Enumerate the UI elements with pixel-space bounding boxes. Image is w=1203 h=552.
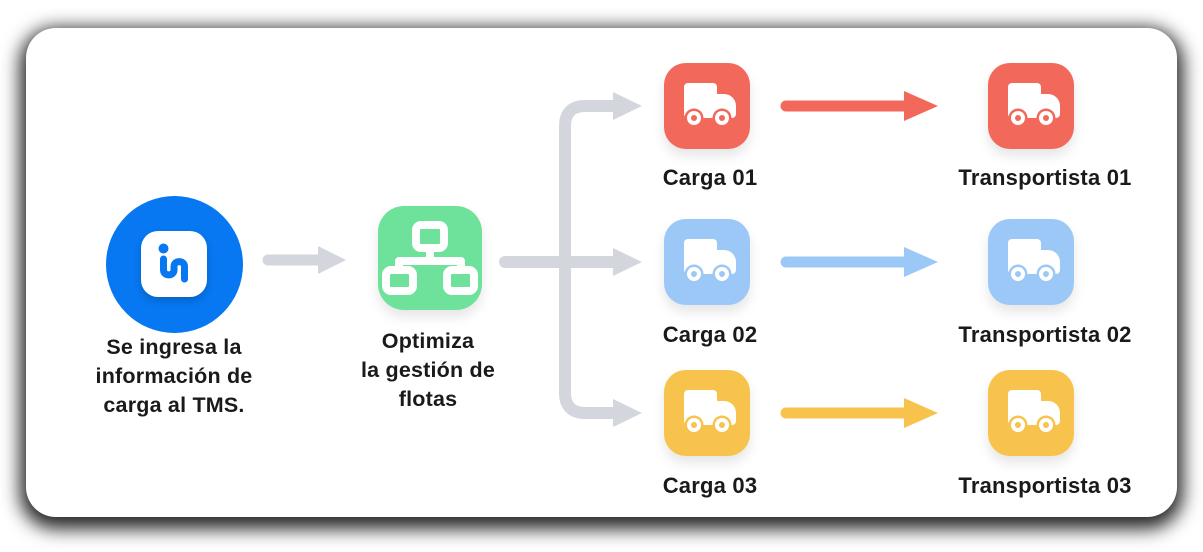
- fleet-optimizer-tile: [378, 206, 482, 310]
- carga-03-tile: [664, 370, 750, 456]
- sitemap-icon: [378, 206, 482, 310]
- transportista-02-label: Transportista 02: [958, 322, 1132, 347]
- tms-logo-circle: [106, 196, 243, 333]
- transportista-03-label: Transportista 03: [958, 473, 1132, 498]
- arrow-right-icon: [780, 91, 938, 121]
- transportista-02-tile: [988, 219, 1074, 305]
- carga-02-tile: [664, 219, 750, 305]
- arrow-right-icon: [780, 398, 938, 428]
- source-caption: Se ingresa la información de carga al TM…: [95, 335, 253, 417]
- transportista-03-tile: [988, 370, 1074, 456]
- carga-03-label: Carga 03: [662, 473, 758, 498]
- truck-icon: [988, 370, 1074, 456]
- truck-icon: [664, 370, 750, 456]
- transportista-01-label: Transportista 01: [958, 165, 1132, 190]
- in-logo-icon: [141, 231, 207, 297]
- truck-icon: [664, 219, 750, 305]
- truck-icon: [988, 219, 1074, 305]
- truck-icon: [664, 63, 750, 149]
- arrow-right-icon: [262, 246, 346, 274]
- arrow-right-icon: [780, 247, 938, 277]
- optimizer-caption: Optimiza la gestión de flotas: [360, 329, 495, 411]
- truck-icon: [988, 63, 1074, 149]
- carga-02-label: Carga 02: [662, 322, 758, 347]
- transportista-01-tile: [988, 63, 1074, 149]
- carga-01-tile: [664, 63, 750, 149]
- carga-01-label: Carga 01: [662, 165, 758, 190]
- branch-connector-icon: [499, 92, 642, 427]
